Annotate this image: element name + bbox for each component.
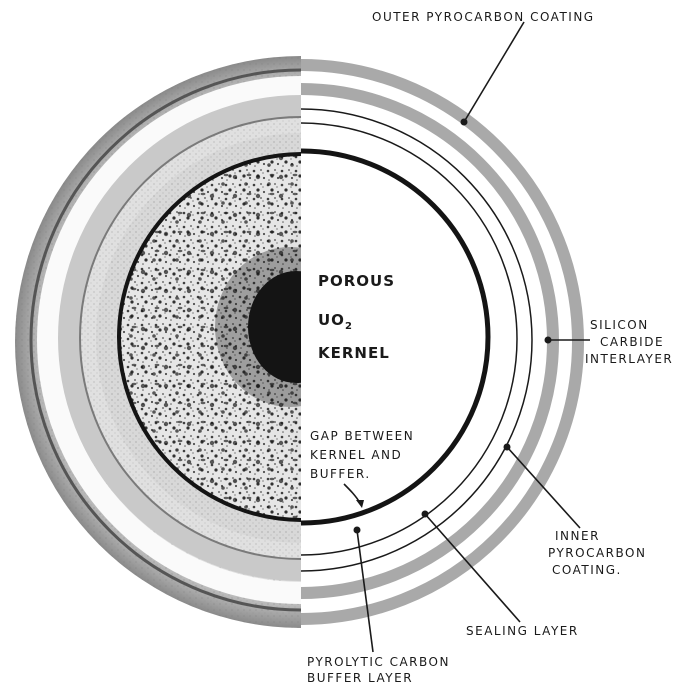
label-inner-line1: INNER xyxy=(555,529,600,543)
label-buffer-line2: BUFFER LAYER xyxy=(307,671,413,684)
label-inner-line2: PYROCARBON xyxy=(548,546,646,560)
label-silicon-line2: CARBIDE xyxy=(600,335,664,349)
label-uo2: UO2 xyxy=(318,311,353,332)
micrograph-half xyxy=(15,56,587,628)
label-gap-line3: BUFFER. xyxy=(310,467,371,481)
label-inner-line3: COATING. xyxy=(552,563,622,577)
label-porous: POROUS xyxy=(318,272,395,290)
kernel-porosity-large xyxy=(120,155,484,519)
leader-dot xyxy=(354,527,361,534)
label-silicon-line3: INTERLAYER xyxy=(585,352,673,366)
leader-outer-pyrocarbon xyxy=(464,22,524,122)
leader-dot xyxy=(461,119,468,126)
leader-dot xyxy=(545,337,552,344)
label-sealing-layer: SEALING LAYER xyxy=(466,624,579,638)
label-gap-line1: GAP BETWEEN xyxy=(310,429,414,443)
label-outer-pyrocarbon: OUTER PYROCARBON COATING xyxy=(372,10,595,24)
label-silicon-line1: SILICON xyxy=(590,318,649,332)
label-gap-line2: KERNEL AND xyxy=(310,448,402,462)
leader-dot xyxy=(422,511,429,518)
leader-dot xyxy=(504,444,511,451)
leader-gap-arrowhead xyxy=(356,500,364,508)
label-buffer-line1: PYROLYTIC CARBON xyxy=(307,655,450,669)
label-kernel: KERNEL xyxy=(318,344,390,362)
